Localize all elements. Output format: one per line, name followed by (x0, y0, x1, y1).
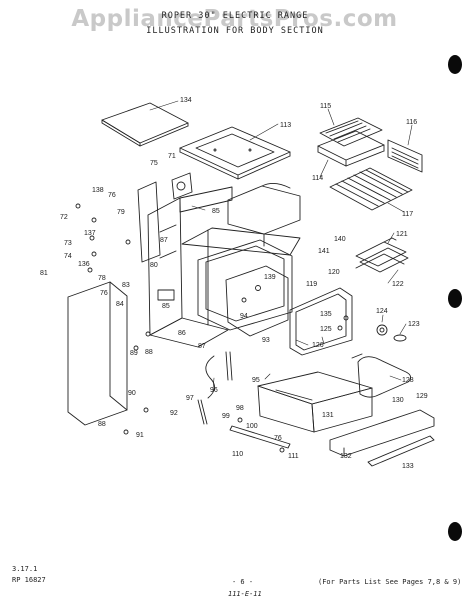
footer-code-1: 3.17.1 (12, 565, 38, 573)
callout-91: 91 (136, 432, 144, 439)
callout-72: 72 (60, 214, 68, 221)
callout-119: 119 (306, 281, 317, 288)
callout-126: 126 (312, 342, 324, 349)
callout-92: 92 (170, 410, 178, 417)
callout-85b: 85 (162, 303, 170, 310)
callout-120: 120 (328, 269, 340, 276)
page-number: - 6 - (232, 578, 254, 586)
binder-hole-top (448, 55, 462, 74)
callout-113: 113 (280, 122, 291, 129)
callout-98: 98 (236, 405, 244, 412)
callout-74: 74 (64, 253, 72, 260)
callout-80: 80 (150, 262, 158, 269)
parts-list-note: (For Parts List See Pages 7,8 & 9) (318, 578, 462, 586)
part-116-side-liners (387, 139, 423, 173)
part-133-kick-strip (367, 435, 435, 467)
callout-140: 140 (334, 236, 346, 243)
callout-125: 125 (320, 326, 332, 333)
callout-128: 128 (402, 377, 414, 384)
callout-73: 73 (64, 240, 72, 247)
binder-hole-bottom (448, 522, 462, 541)
callout-89: 89 (130, 350, 138, 357)
callout-115: 115 (320, 103, 331, 110)
callout-124: 124 (376, 308, 388, 315)
callout-76b: 76 (100, 290, 108, 297)
callout-99: 99 (222, 413, 230, 420)
callout-79: 79 (117, 209, 125, 216)
callout-leaders (149, 100, 413, 391)
part-87-oven-liner (197, 239, 293, 337)
part-110-drawer-runner (229, 425, 291, 449)
part-122-bake-element (355, 237, 409, 273)
callout-131: 131 (322, 412, 334, 419)
callout-71: 71 (168, 153, 176, 160)
callout-137: 137 (84, 230, 96, 237)
callout-138: 138 (92, 187, 104, 194)
callout-135: 135 (320, 311, 332, 318)
callout-129: 129 (416, 393, 428, 400)
part-126-door-frame (289, 287, 353, 356)
callout-labels: 134 113 115 116 114 117 75 71 85 138 76 … (40, 97, 428, 470)
callout-133: 133 (402, 463, 414, 470)
part-95-wire-harness (205, 351, 233, 399)
callout-141: 141 (318, 248, 330, 255)
callout-86: 86 (178, 330, 186, 337)
callout-96: 96 (210, 387, 218, 394)
callout-139: 139 (264, 274, 276, 281)
callout-136: 136 (78, 261, 90, 268)
callout-123: 123 (408, 321, 420, 328)
diagram-title: ROPER 30" ELECTRIC RANGE (161, 11, 309, 21)
handwritten-mark: 111-E-11 (228, 590, 262, 598)
callout-121: 121 (396, 231, 408, 238)
part-100-drawer (257, 371, 373, 433)
callout-88a: 88 (145, 349, 153, 356)
part-134-panel (101, 102, 189, 147)
callout-122: 122 (392, 281, 404, 288)
callout-75: 75 (150, 160, 158, 167)
callout-134: 134 (180, 97, 192, 104)
callout-110: 110 (232, 451, 243, 458)
callout-100: 100 (246, 423, 258, 430)
part-128-broil-element (351, 353, 411, 398)
part-124-knob (376, 324, 407, 342)
callout-85a: 85 (212, 208, 220, 215)
callout-97: 97 (186, 395, 194, 402)
callout-114: 114 (312, 175, 323, 182)
callout-90: 90 (128, 390, 136, 397)
part-97-rod (197, 399, 208, 425)
callout-88b: 88 (98, 421, 106, 428)
callout-94: 94 (240, 313, 248, 320)
footer-code-2: RP 16827 (12, 576, 46, 584)
callout-117: 117 (402, 211, 413, 218)
range-cabinet-body (147, 186, 301, 348)
part-113-cooktop (179, 126, 291, 180)
callout-81: 81 (40, 270, 48, 277)
part-85-rear-housing (227, 183, 301, 247)
part-75-back-guard (137, 172, 193, 263)
fastener-screws (75, 203, 349, 453)
part-84-side-panel (67, 281, 128, 426)
callout-116: 116 (406, 119, 417, 126)
callout-87b: 87 (198, 343, 206, 350)
callout-76c: 76 (274, 435, 282, 442)
callout-76a: 76 (108, 192, 116, 199)
part-132-drawer-front (329, 409, 435, 457)
binder-hole-middle (448, 289, 462, 308)
callout-132: 132 (340, 453, 352, 460)
part-115-broiler-pan (317, 117, 385, 167)
callout-78: 78 (98, 275, 106, 282)
callout-87a: 87 (160, 237, 168, 244)
callout-111: 111 (288, 453, 299, 460)
callout-95: 95 (252, 377, 260, 384)
callout-83: 83 (122, 282, 130, 289)
watermark: AppliancePartsPros.com (71, 6, 398, 32)
part-117-oven-rack (329, 167, 413, 211)
callout-93: 93 (262, 337, 270, 344)
callout-130: 130 (392, 397, 404, 404)
diagram-subtitle: ILLUSTRATION FOR BODY SECTION (146, 26, 324, 36)
callout-84: 84 (116, 301, 124, 308)
